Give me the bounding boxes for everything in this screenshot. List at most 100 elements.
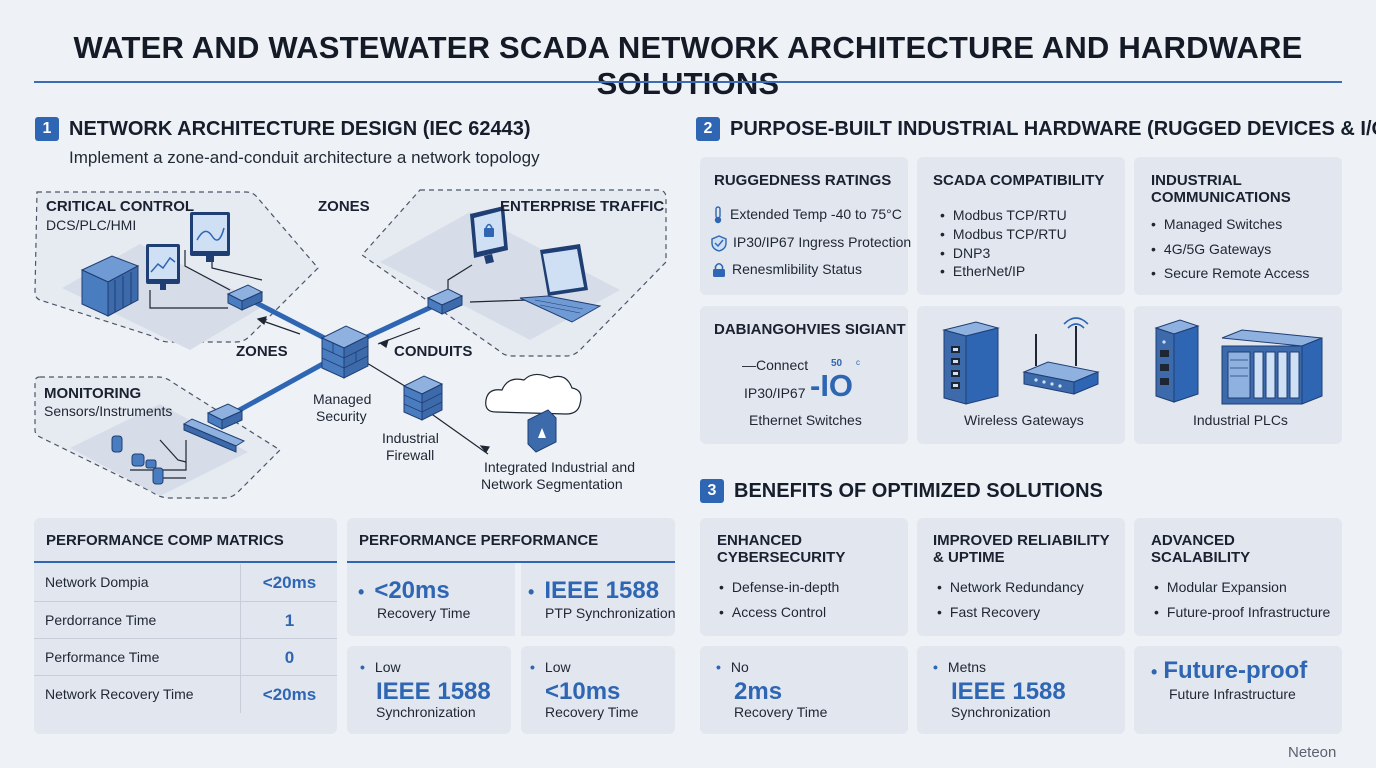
benefit-metric-tile bbox=[917, 646, 1125, 734]
industrial-communications-title: INDUSTRIAL bbox=[1151, 172, 1242, 189]
benefit-item: Fast Recovery bbox=[937, 604, 1040, 620]
tiny-label: c bbox=[856, 358, 860, 367]
table-divider bbox=[240, 564, 241, 601]
metric-tile: •IEEE 1588 bbox=[528, 577, 659, 605]
scada-protocol: EtherNet/IP bbox=[940, 263, 1025, 279]
ruggedness-item: Renesmlibility Status bbox=[712, 261, 862, 278]
section-3-number: 3 bbox=[700, 479, 724, 503]
scada-protocol: Modbus TCP/RTU bbox=[940, 226, 1067, 242]
network-switch-icon bbox=[206, 403, 244, 430]
table-cell-label: Network Recovery Time bbox=[45, 686, 194, 702]
ruggedness-item-text: IP30/IP67 Ingress Protection bbox=[733, 234, 912, 250]
table-divider bbox=[240, 639, 241, 676]
monitoring-sublabel: Sensors/Instruments bbox=[44, 403, 173, 419]
metric-value: IEEE 1588 bbox=[544, 577, 660, 604]
industrial-communications-title-2: COMMUNICATIONS bbox=[1151, 189, 1291, 206]
cloud-icon bbox=[485, 373, 582, 415]
section-2-number: 2 bbox=[696, 117, 720, 141]
critical-control-label: CRITICAL CONTROL bbox=[46, 198, 195, 215]
industrial-plcs-caption: Industrial PLCs bbox=[1193, 412, 1288, 428]
table-cell-value: 1 bbox=[284, 611, 295, 630]
metric-small-text: Low bbox=[544, 659, 571, 675]
table-cell-label: Performance Time bbox=[45, 649, 160, 665]
performance-performance-card bbox=[347, 518, 675, 636]
bullet-dot: • bbox=[358, 582, 365, 602]
scada-protocol: DNP3 bbox=[940, 245, 990, 261]
wireless-router-icon bbox=[1022, 317, 1100, 395]
ruggedness-title: RUGGEDNESS RATINGS bbox=[714, 172, 892, 189]
section-1-number: 1 bbox=[35, 117, 59, 141]
metric-caption: Synchronization bbox=[376, 704, 476, 720]
section-3-title: BENEFITS OF OPTIMIZED SOLUTIONS bbox=[734, 480, 1103, 502]
benefit-title: ADVANCED bbox=[1151, 532, 1235, 549]
table-cell-value: 0 bbox=[284, 648, 295, 667]
benefit-item: Future-proof Infrastructure bbox=[1154, 604, 1330, 620]
benefit-title: IMPROVED RELIABILITY bbox=[933, 532, 1110, 549]
sensor-hub-icon bbox=[182, 418, 246, 453]
network-switch-icon bbox=[226, 284, 264, 311]
card-header-rule bbox=[347, 561, 675, 563]
segmentation-label-2: Network Segmentation bbox=[481, 476, 623, 492]
din-rail-switch-icon bbox=[942, 321, 1000, 405]
ruggedness-item: IP30/IP67 Ingress Protection bbox=[711, 234, 911, 252]
conduit-link bbox=[242, 294, 341, 348]
hmi-monitor-icon bbox=[146, 244, 180, 290]
table-row: Network Recovery Time <20ms bbox=[34, 675, 337, 713]
benefit-item: Access Control bbox=[719, 604, 826, 620]
metric-tile: •Future-proof bbox=[1151, 657, 1307, 685]
benefit-metric-tile bbox=[700, 646, 908, 734]
table-row: Network Dompia <20ms bbox=[34, 564, 337, 601]
table-cell-label: Perdorrance Time bbox=[45, 612, 157, 628]
io-value: -IO bbox=[810, 368, 854, 403]
metric-value: IEEE 1588 bbox=[376, 678, 491, 705]
ruggedness-card bbox=[700, 157, 908, 295]
hmi-monitor-icon bbox=[190, 212, 230, 262]
shield-lock-icon bbox=[527, 409, 557, 453]
connect-label: —Connect bbox=[742, 357, 809, 373]
metric-caption: Recovery Time bbox=[545, 704, 639, 720]
metric-tile-card bbox=[347, 646, 511, 734]
thermometer-icon bbox=[714, 206, 722, 224]
ruggedness-item-text: Extended Temp -40 to 75°C bbox=[730, 206, 902, 222]
industrial-firewall-icon bbox=[402, 375, 444, 421]
table-cell-value: <20ms bbox=[262, 573, 317, 592]
sensor-icon bbox=[111, 435, 164, 485]
network-switch-icon bbox=[426, 288, 464, 315]
performance-matrix-card bbox=[34, 518, 337, 734]
table-row: Perdorrance Time 1 bbox=[34, 601, 337, 639]
table-divider bbox=[240, 602, 241, 639]
tile-gap bbox=[515, 563, 521, 636]
conduits-label: CONDUITS bbox=[394, 343, 473, 360]
industrial-firewall-label-2: Firewall bbox=[386, 447, 435, 463]
benefit-item: Modular Expansion bbox=[1154, 579, 1287, 595]
metric-value: IEEE 1588 bbox=[951, 678, 1066, 705]
lock-icon bbox=[713, 263, 725, 278]
enterprise-traffic-label: ENTERPRISE TRAFFIC bbox=[500, 198, 665, 215]
metric-caption: Recovery Time bbox=[734, 704, 828, 720]
monitoring-label: MONITORING bbox=[44, 385, 142, 402]
metric-small-label: •No bbox=[716, 659, 749, 675]
metric-value: <10ms bbox=[545, 678, 621, 705]
metric-caption: Recovery Time bbox=[377, 605, 471, 621]
benefit-title-2: & UPTIME bbox=[933, 549, 1005, 566]
plc-icons bbox=[1154, 319, 1323, 405]
section-1-subtitle: Implement a zone-and-conduit architectur… bbox=[69, 148, 540, 167]
ethernet-switches-card bbox=[700, 306, 908, 444]
communications-item: 4G/5G Gateways bbox=[1151, 241, 1271, 257]
plc-io-module-icon bbox=[1221, 329, 1323, 405]
performance-performance-title: PERFORMANCE PERFORMANCE bbox=[359, 532, 599, 549]
metric-value: 2ms bbox=[734, 678, 783, 705]
scada-compatibility-title: SCADA COMPATIBILITY bbox=[933, 172, 1105, 189]
ethernet-switches-title: DABIANGOHVIES SIGIANT bbox=[714, 321, 906, 338]
section-1-title: NETWORK ARCHITECTURE DESIGN (IEC 62443) bbox=[69, 118, 531, 140]
brand-footer: Neteon bbox=[1288, 744, 1337, 761]
ruggedness-item-text: Renesmlibility Status bbox=[732, 261, 862, 277]
title-divider bbox=[34, 81, 1342, 83]
ip-rating-label: IP30/IP67 bbox=[744, 385, 806, 401]
metric-tile-card bbox=[521, 646, 675, 734]
metric-value: <20ms bbox=[374, 577, 450, 604]
metric-small-text: Metns bbox=[947, 659, 987, 675]
zones-label-mid: ZONES bbox=[236, 343, 288, 360]
metric-caption: PTP Synchronization bbox=[545, 605, 676, 621]
ethernet-switches-caption: Ethernet Switches bbox=[749, 412, 862, 428]
